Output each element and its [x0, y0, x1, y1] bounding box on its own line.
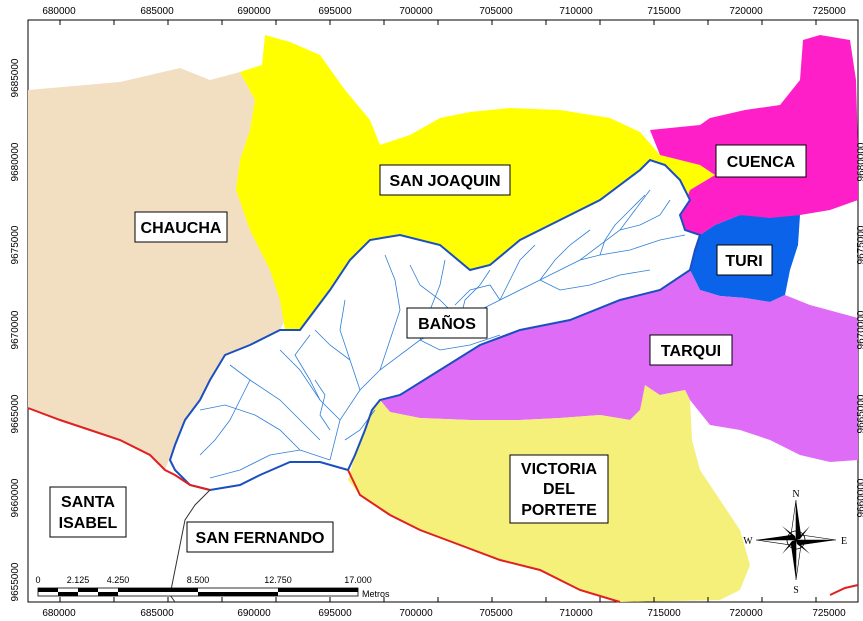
bottom-tick-label: 695000	[318, 608, 352, 619]
scale-bar: 0 2.125 4.250 8.500 12.750 17.000 Metros	[35, 575, 390, 599]
top-tick-label: 715000	[647, 6, 681, 17]
top-tick-label: 695000	[318, 6, 352, 17]
provincial-boundary-east	[829, 584, 859, 596]
scale-label-0: 0	[35, 575, 40, 585]
right-tick-label: 9670000	[856, 310, 863, 349]
label-santa-isabel-line1: SANTA	[61, 494, 115, 511]
label-santa-isabel: SANTA ISABEL	[49, 486, 127, 538]
bottom-tick-label: 700000	[399, 608, 433, 619]
bottom-tick-label: 715000	[647, 608, 681, 619]
label-turi-text: TURI	[725, 253, 762, 270]
label-victoria-line1: VICTORIA	[521, 461, 598, 478]
top-tick-label: 710000	[559, 6, 593, 17]
river-network	[199, 189, 686, 479]
bottom-tick-label: 680000	[42, 608, 76, 619]
basin-boundary	[168, 158, 702, 492]
label-san-joaquin-text: SAN JOAQUIN	[389, 173, 500, 190]
top-tick-label: 680000	[42, 6, 76, 17]
compass-south: S	[793, 585, 799, 596]
bottom-tick-label: 705000	[479, 608, 513, 619]
left-tick-label: 9675000	[10, 225, 21, 264]
right-axis-labels: 9680000 9675000 9670000 9665000 9660000	[856, 142, 863, 517]
compass-rose-icon: N S E W	[743, 489, 847, 596]
scale-label-1: 2.125	[67, 575, 90, 585]
label-san-fernando-text: SAN FERNANDO	[196, 530, 325, 547]
top-tick-label: 700000	[399, 6, 433, 17]
label-banos: BAÑOS	[406, 307, 488, 339]
provincial-boundary-south	[347, 469, 621, 603]
tick-marks	[59, 20, 817, 602]
label-san-fernando: SAN FERNANDO	[186, 521, 334, 553]
compass-north: N	[792, 489, 799, 500]
right-tick-label: 9665000	[856, 394, 863, 433]
top-tick-label: 720000	[729, 6, 763, 17]
bottom-tick-label: 710000	[559, 608, 593, 619]
label-victoria-line3: PORTETE	[521, 502, 597, 519]
label-victoria-line2: DEL	[543, 481, 575, 498]
label-santa-isabel-line2: ISABEL	[59, 515, 118, 532]
right-tick-label: 9680000	[856, 142, 863, 181]
label-cuenca: CUENCA	[715, 144, 807, 178]
top-tick-label: 705000	[479, 6, 513, 17]
label-tarqui: TARQUI	[649, 334, 733, 366]
bottom-tick-label: 685000	[140, 608, 174, 619]
left-tick-label: 9685000	[10, 58, 21, 97]
compass-west: W	[743, 536, 753, 547]
label-san-joaquin: SAN JOAQUIN	[379, 164, 511, 196]
provincial-boundary	[27, 407, 211, 491]
bottom-tick-label: 725000	[812, 608, 846, 619]
left-axis-labels: 9685000 9680000 9675000 9670000 9665000 …	[10, 58, 21, 601]
top-tick-label: 685000	[140, 6, 174, 17]
label-victoria-del-portete: VICTORIA DEL PORTETE	[509, 454, 609, 524]
label-chaucha-text: CHAUCHA	[141, 220, 222, 237]
label-banos-text: BAÑOS	[418, 313, 476, 333]
bottom-tick-label: 690000	[237, 608, 271, 619]
top-axis-labels: 680000 685000 690000 695000 700000 70500…	[42, 6, 846, 17]
scale-label-3: 8.500	[187, 575, 210, 585]
left-tick-label: 9655000	[10, 562, 21, 601]
left-tick-label: 9670000	[10, 310, 21, 349]
label-tarqui-text: TARQUI	[661, 343, 721, 360]
scale-label-4: 12.750	[264, 575, 292, 585]
scale-label-5: 17.000	[344, 575, 372, 585]
label-turi: TURI	[716, 244, 773, 276]
bottom-axis-labels: 680000 685000 690000 695000 700000 70500…	[42, 608, 846, 619]
region-tarqui[interactable]	[380, 270, 858, 462]
left-tick-label: 9665000	[10, 394, 21, 433]
top-tick-label: 690000	[237, 6, 271, 17]
left-tick-label: 9680000	[10, 142, 21, 181]
right-tick-label: 9675000	[856, 225, 863, 264]
region-cuenca[interactable]	[650, 35, 858, 235]
left-tick-label: 9660000	[10, 478, 21, 517]
bottom-tick-label: 720000	[729, 608, 763, 619]
scale-label-2: 4.250	[107, 575, 130, 585]
label-chaucha: CHAUCHA	[134, 211, 228, 243]
compass-east: E	[841, 536, 847, 547]
scale-unit: Metros	[362, 589, 390, 599]
right-tick-label: 9660000	[856, 478, 863, 517]
label-cuenca-text: CUENCA	[727, 154, 796, 171]
top-tick-label: 725000	[812, 6, 846, 17]
